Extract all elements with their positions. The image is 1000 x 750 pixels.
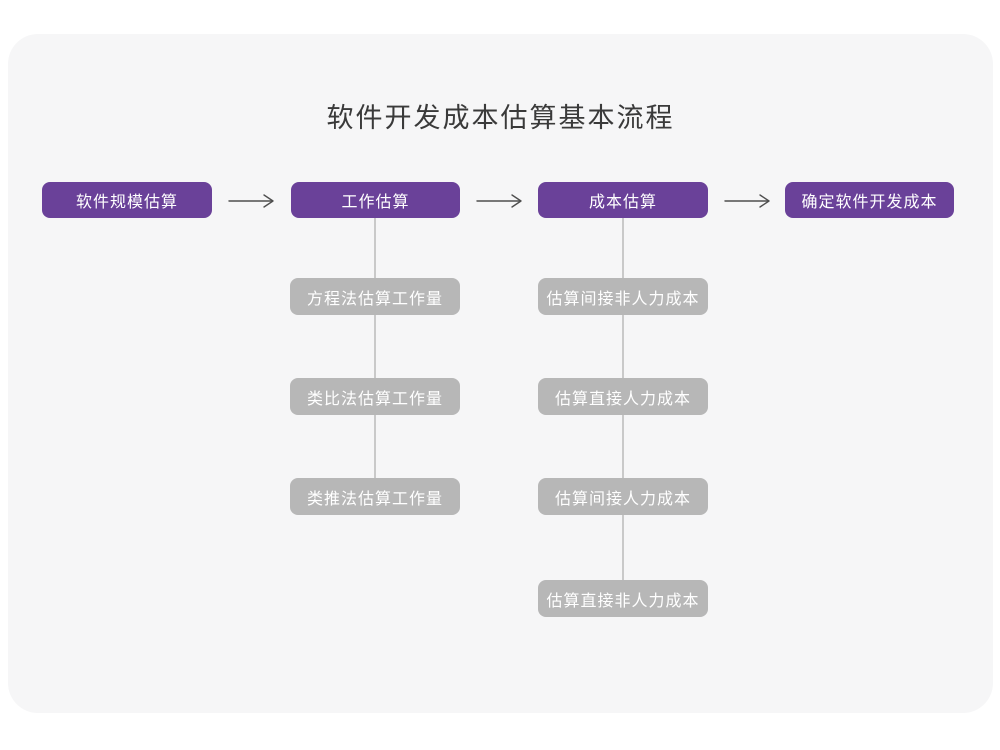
cost-step-indirect-labor: 估算间接人力成本 [538, 478, 708, 515]
flowchart-card: 软件开发成本估算基本流程 软件规模估算 工作估算 成本估算 确定软件开发成本 方… [8, 34, 993, 713]
flow-step-cost-estimation: 成本估算 [538, 182, 708, 218]
work-method-extrapolation: 类推法估算工作量 [290, 478, 460, 515]
work-column-connector-line [374, 218, 376, 480]
arrow-right-icon [228, 194, 274, 208]
flow-step-software-scale-estimation: 软件规模估算 [42, 182, 212, 218]
arrow-right-icon [724, 194, 770, 208]
cost-step-direct-labor: 估算直接人力成本 [538, 378, 708, 415]
work-method-equation: 方程法估算工作量 [290, 278, 460, 315]
work-method-analogy: 类比法估算工作量 [290, 378, 460, 415]
flow-step-work-estimation: 工作估算 [291, 182, 460, 218]
flow-step-determine-development-cost: 确定软件开发成本 [785, 182, 954, 218]
cost-step-direct-nonlabor: 估算直接非人力成本 [538, 580, 708, 617]
cost-step-indirect-nonlabor: 估算间接非人力成本 [538, 278, 708, 315]
arrow-right-icon [476, 194, 522, 208]
diagram-title: 软件开发成本估算基本流程 [326, 103, 675, 134]
